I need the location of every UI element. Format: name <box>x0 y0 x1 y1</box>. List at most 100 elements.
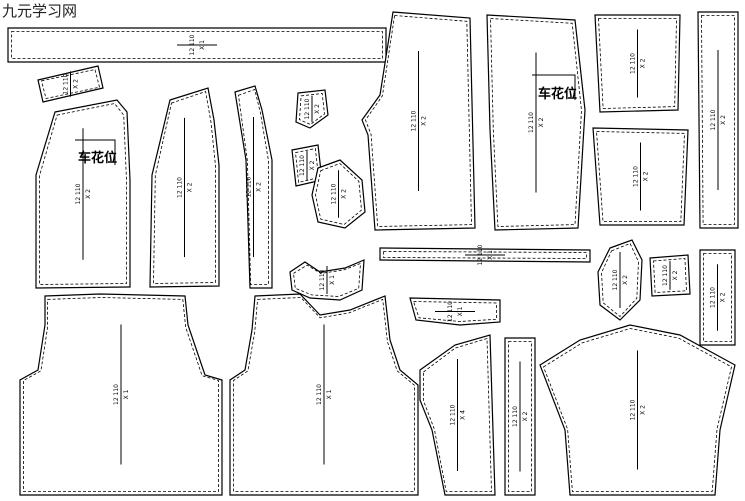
seam-line <box>412 301 497 322</box>
seam-line <box>596 131 685 222</box>
seam-line <box>365 15 472 227</box>
count-label: X 1 <box>487 250 494 260</box>
count-label: X 2 <box>187 182 194 192</box>
size-label: 12 110 <box>630 399 637 420</box>
size-label: 12 110 <box>189 34 196 55</box>
size-label: 12 110 <box>477 244 484 265</box>
size-label: 12 110 <box>177 177 184 198</box>
size-label: 12 110 <box>662 265 669 286</box>
size-label: 12 110 <box>450 404 457 425</box>
size-label: 12 110 <box>113 384 120 405</box>
watermark-text: 九元学习网 <box>2 2 78 20</box>
count-label: X 1 <box>329 275 336 285</box>
seam-line <box>23 297 219 492</box>
size-label: 12 110 <box>411 110 418 131</box>
seam-line <box>153 90 216 284</box>
size-label: 12 110 <box>331 183 338 204</box>
embroidery-marker-line <box>532 74 576 100</box>
seam-line <box>703 253 732 342</box>
count-label: X 2 <box>622 275 629 285</box>
seam-line <box>41 69 100 99</box>
seam-line <box>295 148 319 184</box>
count-label: X 2 <box>309 160 316 170</box>
size-label: 12 110 <box>299 155 306 176</box>
seam-line <box>315 163 362 225</box>
seam-line <box>11 31 383 59</box>
seam-line <box>423 337 492 492</box>
size-label: 12 110 <box>710 287 717 308</box>
embroidery-position-label: 车花位 <box>78 150 117 166</box>
embroidery-position-label: 车花位 <box>538 86 577 102</box>
size-label: 12 110 <box>319 269 326 290</box>
count-label: X 2 <box>85 189 92 199</box>
size-label: 12 110 <box>528 112 535 133</box>
count-label: X 2 <box>640 58 647 68</box>
count-label: X 4 <box>460 410 467 420</box>
size-label: 12 110 <box>633 166 640 187</box>
count-label: X 2 <box>720 292 727 302</box>
seam-line <box>233 297 415 492</box>
count-label: X 2 <box>640 405 647 415</box>
count-label: X 2 <box>73 79 80 89</box>
seam-line <box>238 88 269 285</box>
seam-line <box>701 15 735 225</box>
count-label: X 2 <box>720 115 727 125</box>
count-label: X 1 <box>457 306 464 316</box>
embroidery-marker-line <box>75 139 116 165</box>
count-label: X 2 <box>314 104 321 114</box>
size-label: 12 110 <box>710 109 717 130</box>
size-label: 12 110 <box>246 176 253 197</box>
count-label: X 2 <box>522 411 529 421</box>
count-label: X 2 <box>672 270 679 280</box>
size-label: 12 110 <box>512 406 519 427</box>
count-label: X 2 <box>421 116 428 126</box>
size-label: 12 110 <box>75 183 82 204</box>
seam-line <box>508 341 532 492</box>
seam-line <box>653 258 687 293</box>
count-label: X 1 <box>199 40 206 50</box>
seam-line <box>598 18 677 109</box>
size-label: 12 110 <box>316 384 323 405</box>
seam-line <box>293 262 361 297</box>
count-label: X 1 <box>326 389 333 399</box>
seam-line <box>543 328 732 492</box>
size-label: 12 110 <box>447 301 454 322</box>
seam-line <box>490 18 582 227</box>
size-label: 12 110 <box>63 73 70 94</box>
seam-line <box>39 103 127 285</box>
size-label: 12 110 <box>304 98 311 119</box>
seam-line <box>383 251 587 259</box>
count-label: X 2 <box>256 182 263 192</box>
count-label: X 2 <box>643 171 650 181</box>
size-label: 12 110 <box>630 53 637 74</box>
count-label: X 2 <box>341 189 348 199</box>
count-label: X 2 <box>538 117 545 127</box>
count-label: X 1 <box>123 389 130 399</box>
seam-line <box>299 93 325 125</box>
size-label: 12 110 <box>612 269 619 290</box>
